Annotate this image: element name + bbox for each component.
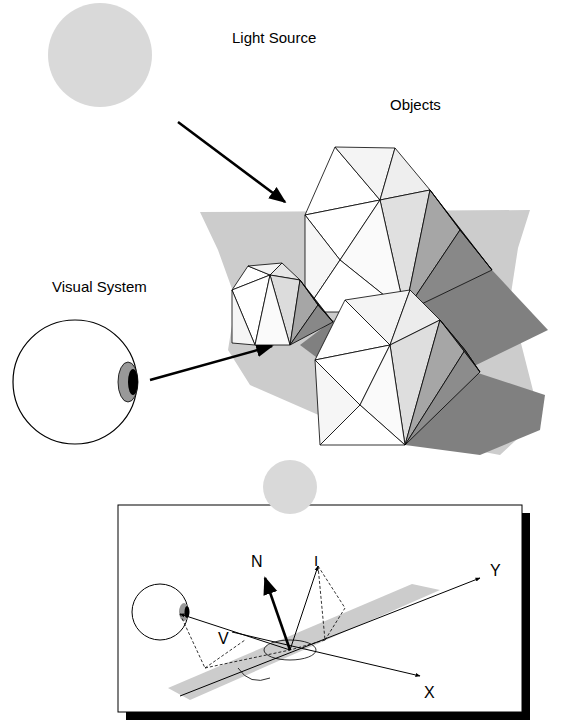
- surface-strip: [168, 584, 440, 700]
- eye: [13, 320, 137, 444]
- light-source-small: [263, 460, 317, 514]
- objects: [232, 147, 548, 455]
- eye-pupil: [128, 369, 138, 395]
- light-source: [48, 3, 152, 107]
- vector-label: N: [251, 553, 263, 571]
- vector-label: V: [218, 630, 229, 648]
- eye-iris: [118, 362, 138, 402]
- light-arrow: [178, 122, 285, 202]
- label: Objects: [390, 97, 441, 114]
- eye-small-iris: [179, 603, 189, 621]
- vector-label: I: [314, 553, 318, 570]
- view-arrow: [150, 346, 272, 380]
- label: Visual System: [52, 279, 147, 296]
- label: Light Source: [232, 30, 316, 47]
- axis-label: Y: [490, 562, 501, 580]
- eye-small: [132, 584, 188, 640]
- inset-panel: [118, 505, 522, 712]
- axis-label: X: [424, 684, 435, 702]
- vectors: [180, 566, 480, 696]
